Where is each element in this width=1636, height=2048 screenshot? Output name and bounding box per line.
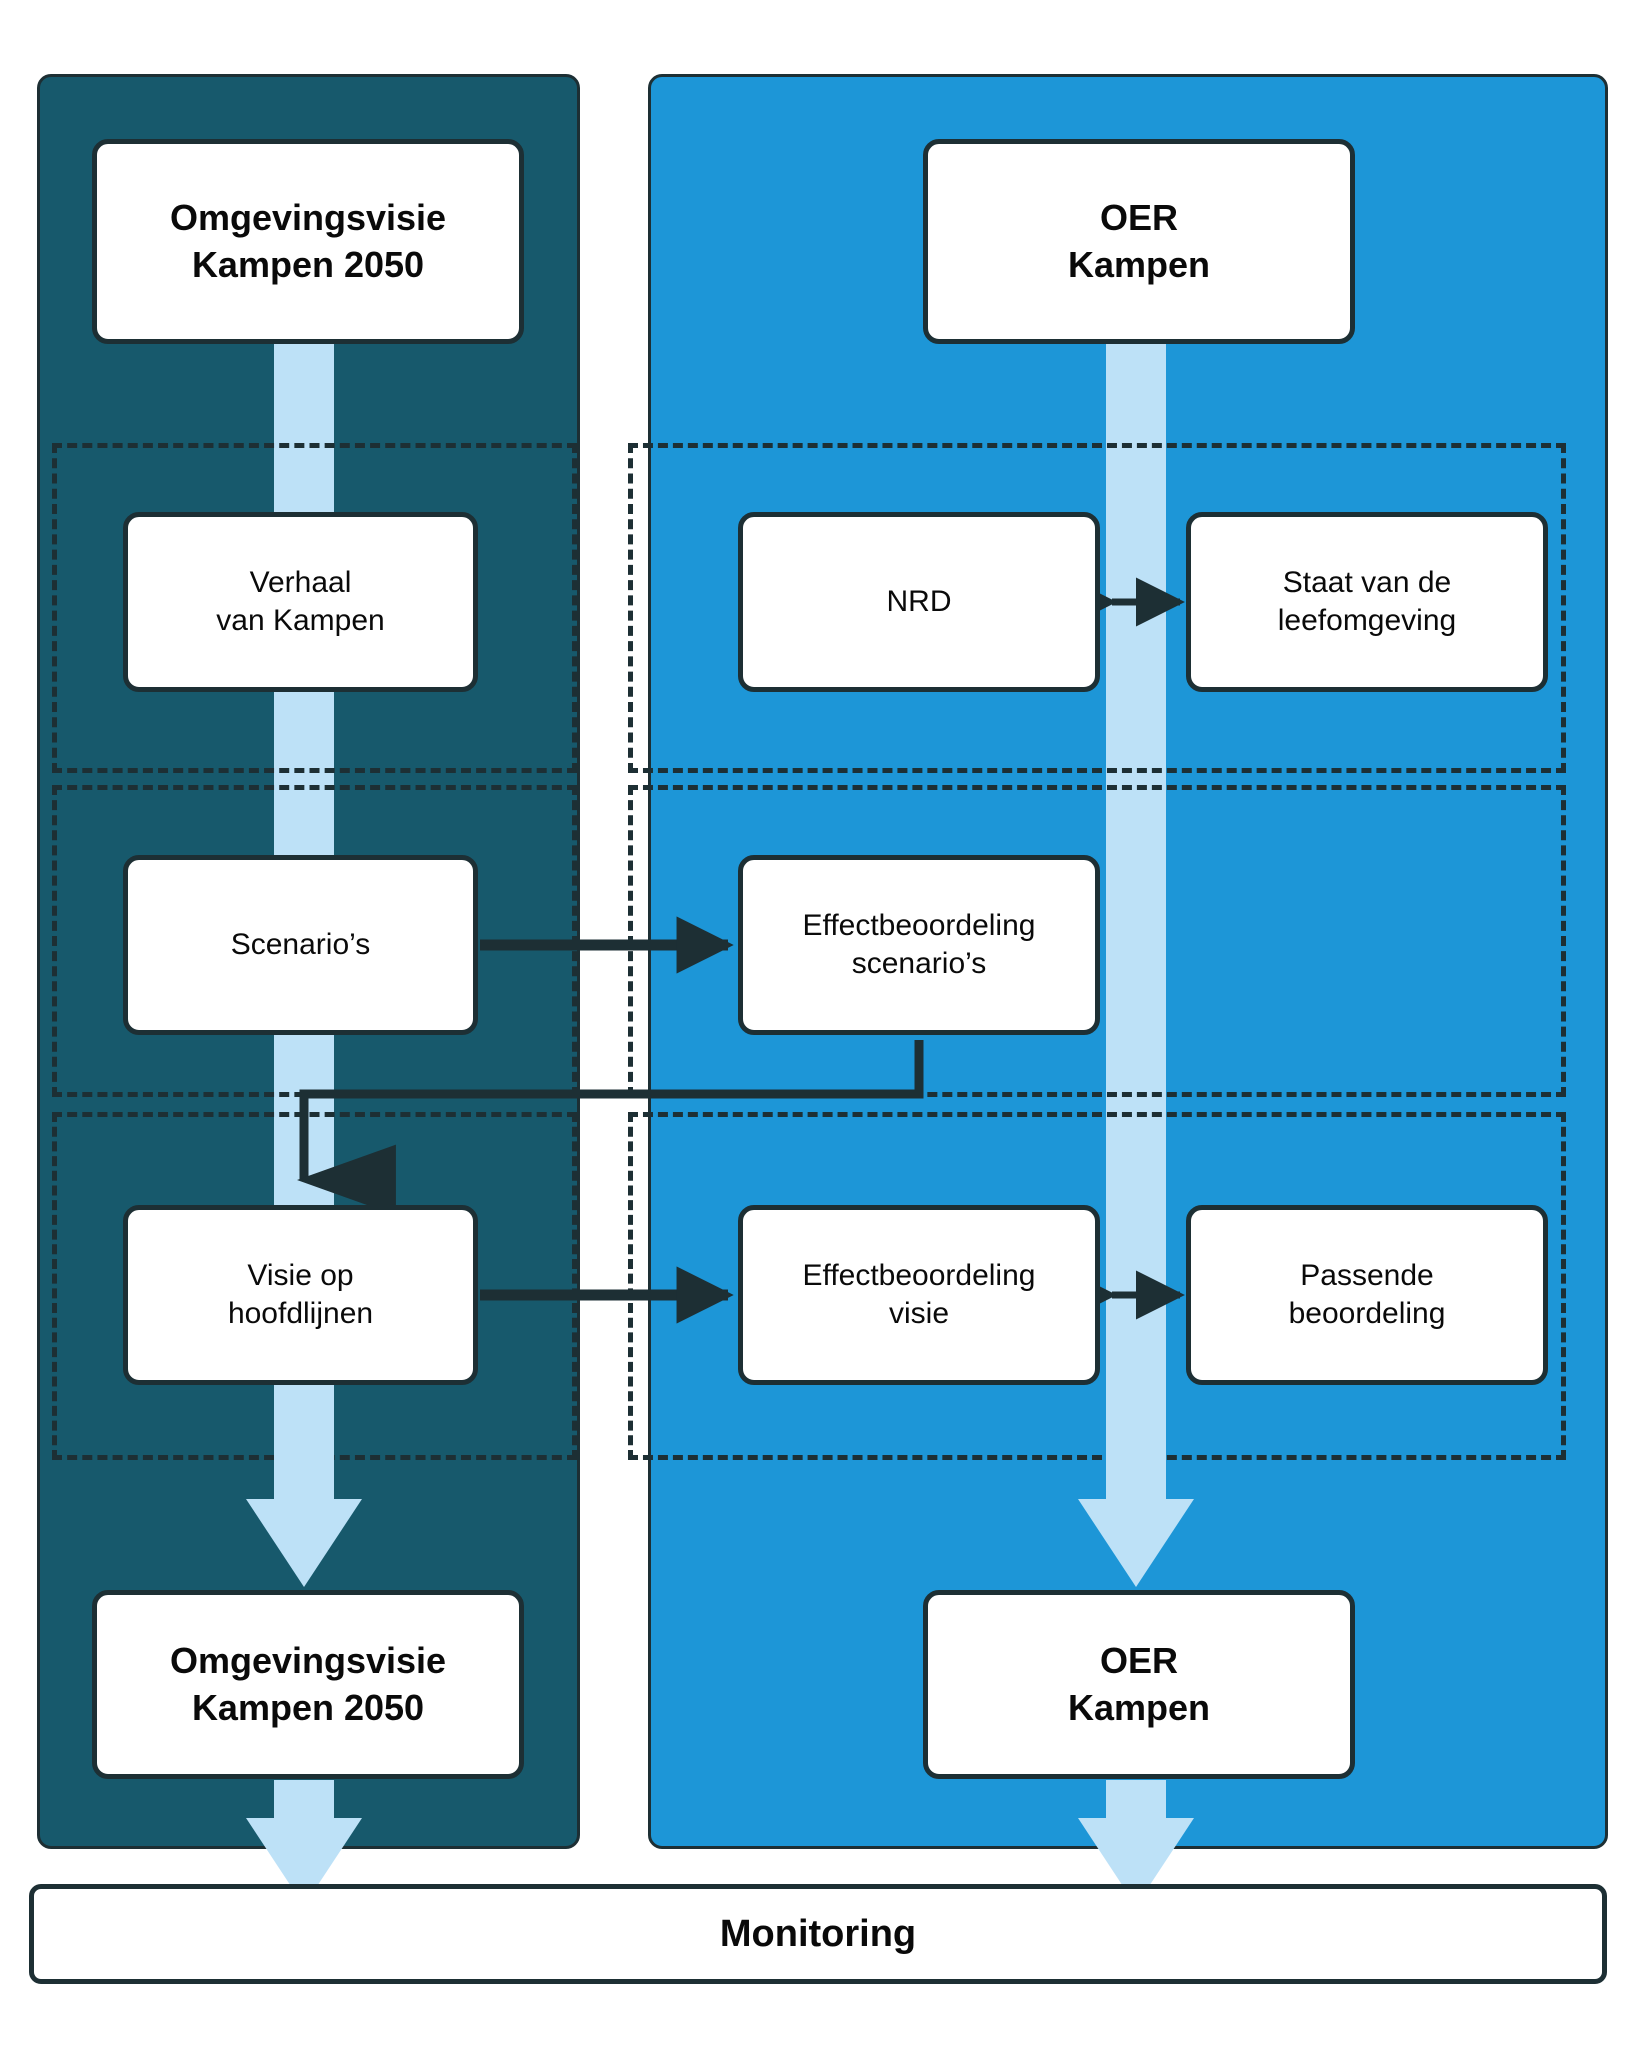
node-verhaal-van-kampen[interactable]: Verhaal van Kampen [123,512,478,692]
node-monitoring[interactable]: Monitoring [29,1884,1607,1984]
node-nrd[interactable]: NRD [738,512,1100,692]
arrow-shaft [274,1455,334,1503]
node-visie-op-hoofdlijnen[interactable]: Visie op hoofdlijnen [123,1205,478,1385]
node-effectbeoordeling-visie[interactable]: Effectbeoordeling visie [738,1205,1100,1385]
node-passende-beoordeling[interactable]: Passende beoordeling [1186,1205,1548,1385]
node-omgevingsvisie-result[interactable]: Omgevingsvisie Kampen 2050 [92,1590,524,1779]
node-oer-header[interactable]: OER Kampen [923,139,1355,344]
arrow-head [1078,1499,1194,1587]
node-oer-result[interactable]: OER Kampen [923,1590,1355,1779]
node-staat-van-de-leefomgeving[interactable]: Staat van de leefomgeving [1186,512,1548,692]
node-omgevingsvisie-header[interactable]: Omgevingsvisie Kampen 2050 [92,139,524,344]
arrow-head [246,1499,362,1587]
node-effectbeoordeling-scenarios[interactable]: Effectbeoordeling scenario’s [738,855,1100,1035]
arrow-shaft [274,1780,334,1822]
node-scenarios[interactable]: Scenario’s [123,855,478,1035]
flow-ribbon-right [1106,340,1166,1475]
arrow-shaft [1106,1455,1166,1503]
arrow-shaft [1106,1780,1166,1822]
